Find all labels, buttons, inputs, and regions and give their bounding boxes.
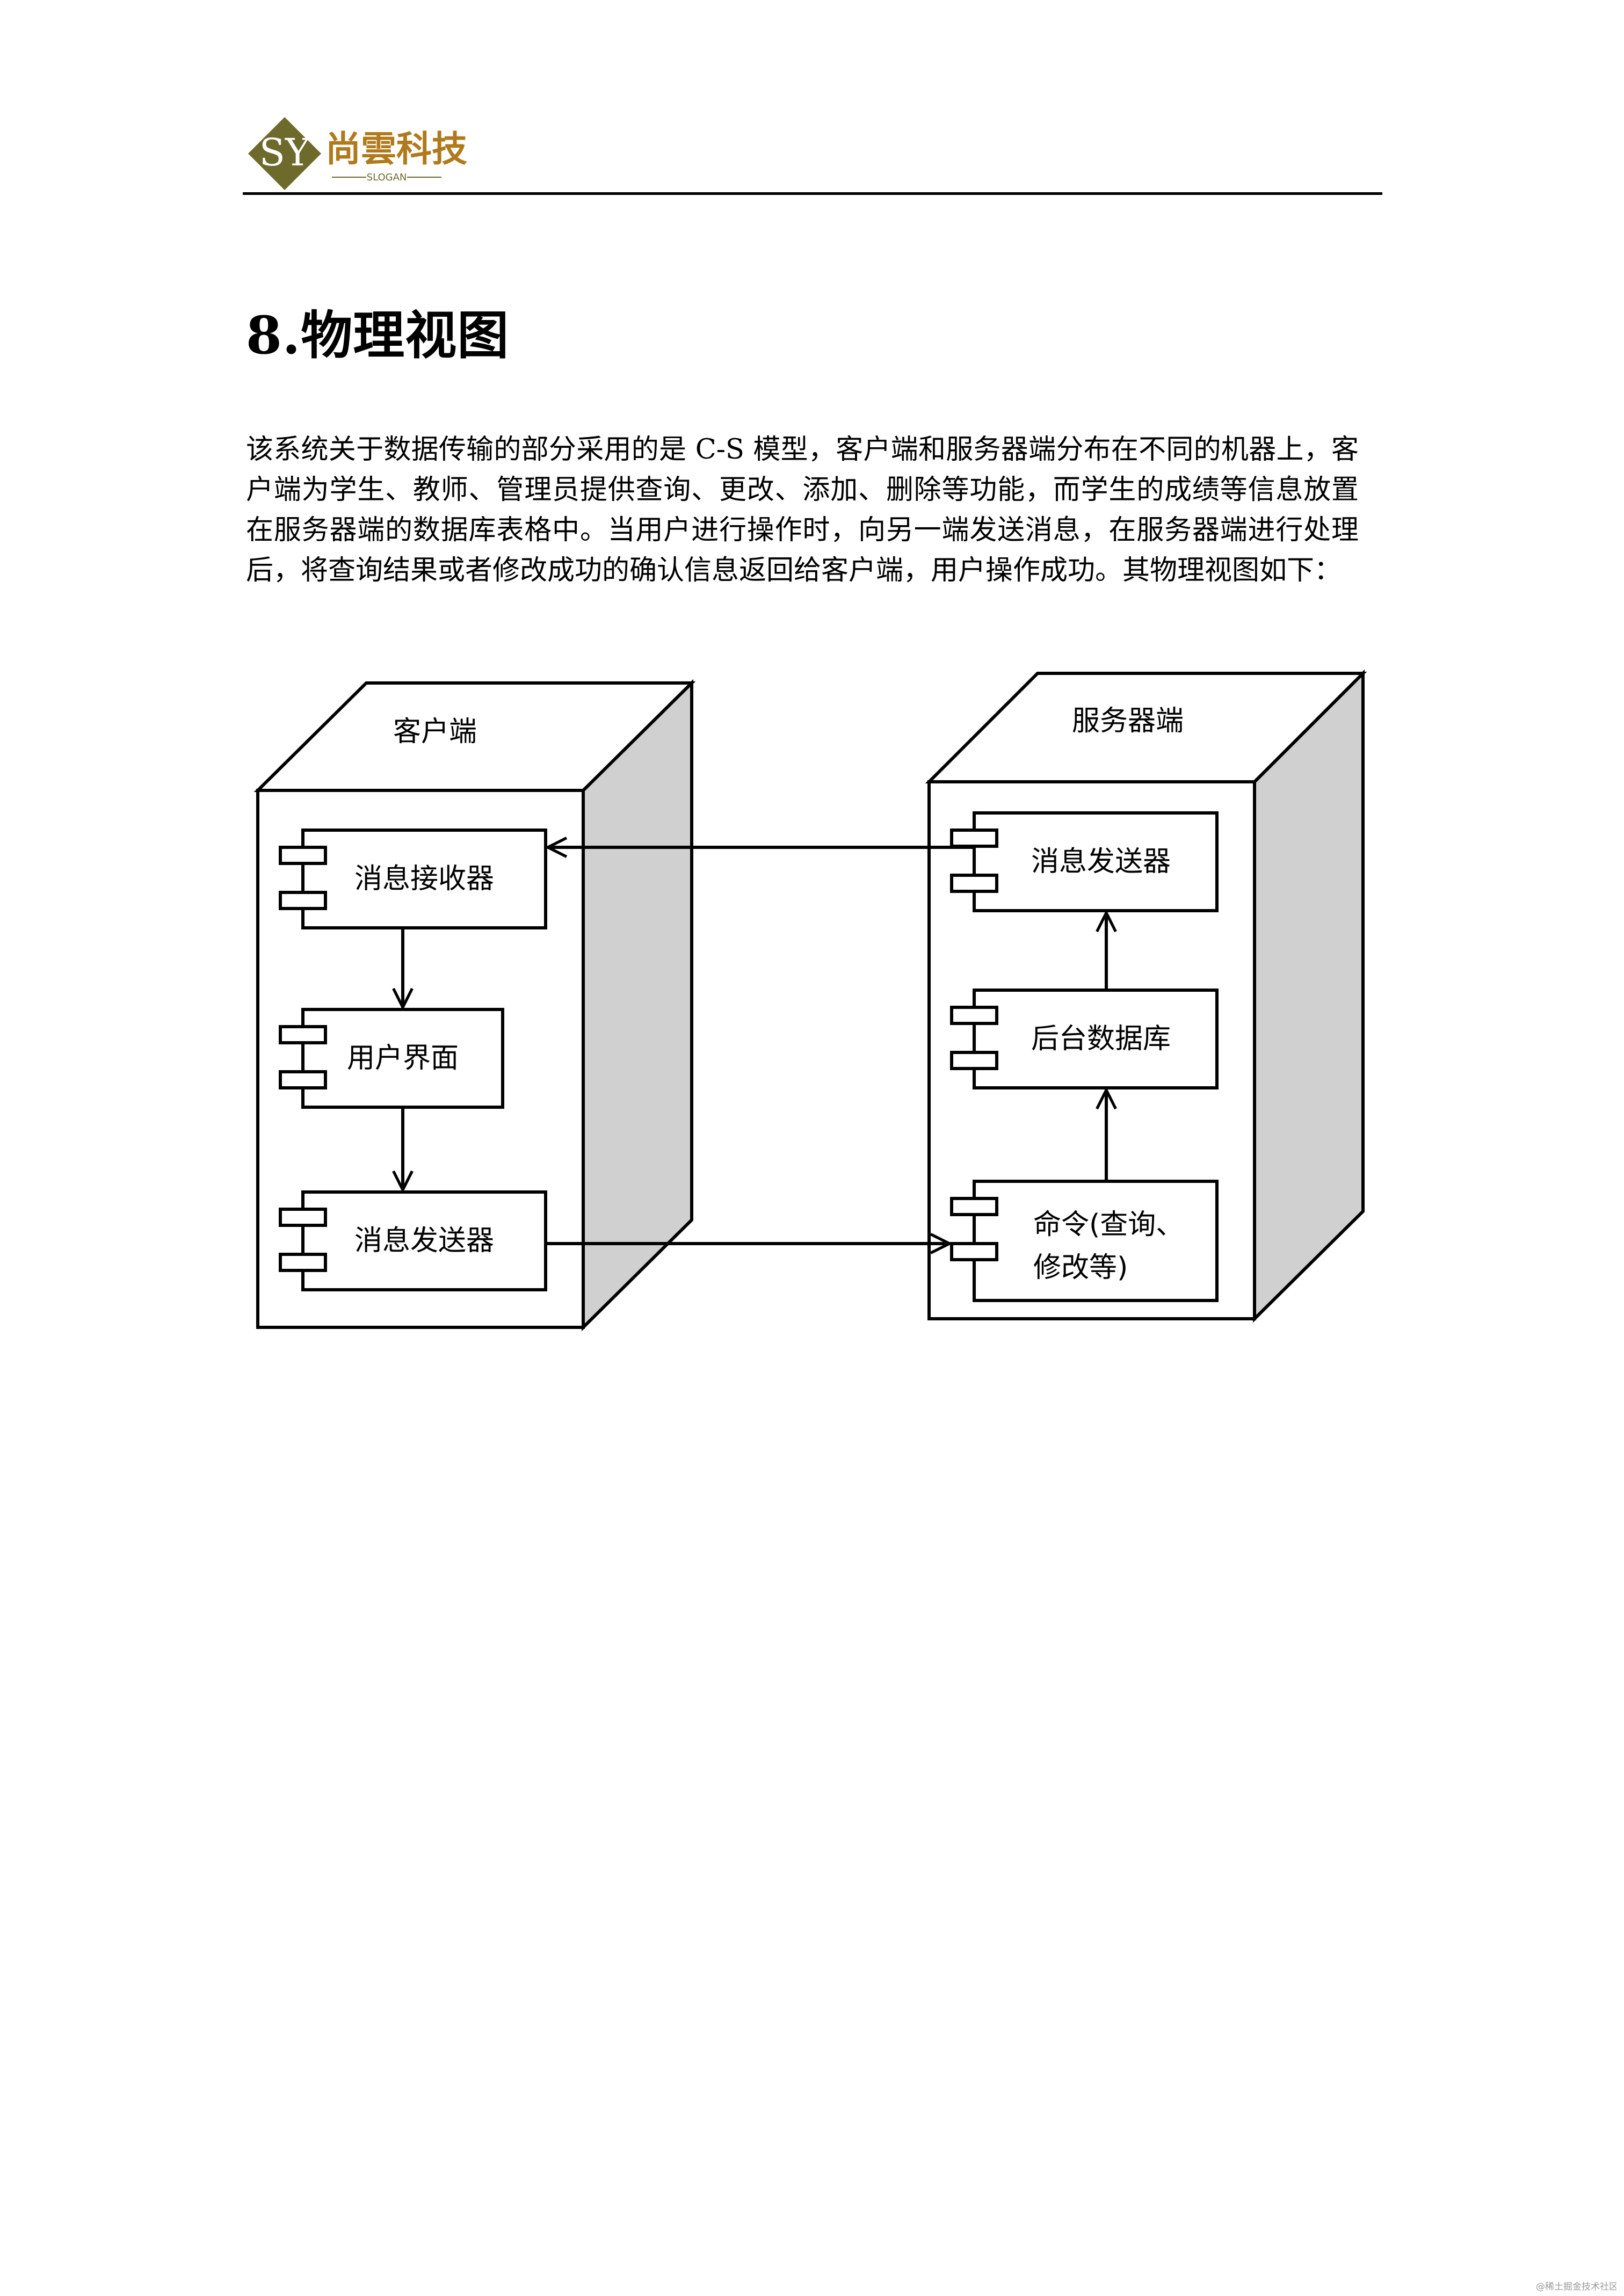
component-icon-tab: [279, 1025, 327, 1044]
logo-diamond: [248, 117, 321, 190]
component-icon-tab: [950, 874, 998, 893]
component-label-line1: 命令(查询、: [1033, 1209, 1184, 1241]
server-node-label: 服务器端: [1072, 705, 1184, 737]
physical-view-diagram: 客户端 服务器端 消息接收器 用户界面 消息发送器: [236, 666, 1386, 1358]
server-node-side: [1253, 669, 1365, 1323]
logo-mark: SY: [259, 130, 310, 175]
component-label: 用户界面: [347, 1042, 459, 1074]
page-title: 8.物理视图: [246, 305, 510, 366]
client-component-sender: 消息发送器: [279, 1190, 547, 1291]
company-logo: SY 尚雲科技 SLOGAN: [246, 114, 477, 193]
component-label: 消息发送器: [1031, 846, 1171, 878]
watermark: @稀土掘金技术社区: [1536, 2282, 1616, 2292]
company-name: 尚雲科技: [325, 128, 467, 170]
component-icon-tab: [950, 829, 998, 848]
server-component-command: 命令(查询、 修改等): [950, 1180, 1219, 1302]
component-icon-tab: [279, 891, 327, 910]
component-icon-tab: [950, 1242, 998, 1261]
component-label: 消息发送器: [354, 1225, 494, 1257]
client-node-side: [582, 679, 693, 1332]
component-icon-tab: [279, 1070, 327, 1089]
component-icon-tab: [279, 846, 327, 865]
client-component-receiver: 消息接收器: [279, 829, 547, 929]
component-icon-tab: [950, 1197, 998, 1216]
client-component-ui: 用户界面: [279, 1008, 504, 1109]
component-icon-tab: [950, 1006, 998, 1025]
component-icon-tab: [279, 1253, 327, 1272]
logo-slogan: SLOGAN: [367, 172, 407, 183]
component-icon-tab: [279, 1208, 327, 1227]
component-label: 后台数据库: [1031, 1023, 1171, 1055]
header-divider: [243, 192, 1382, 195]
body-paragraph: 该系统关于数据传输的部分采用的是 C-S 模型，客户端和服务器端分布在不同的机器…: [246, 434, 1359, 586]
client-node-label: 客户端: [393, 716, 477, 748]
component-label: 消息接收器: [354, 863, 494, 895]
component-label-line2: 修改等): [1033, 1252, 1128, 1284]
component-icon-tab: [950, 1051, 998, 1070]
server-component-database: 后台数据库: [950, 989, 1219, 1089]
server-component-sender: 消息发送器: [950, 811, 1219, 912]
